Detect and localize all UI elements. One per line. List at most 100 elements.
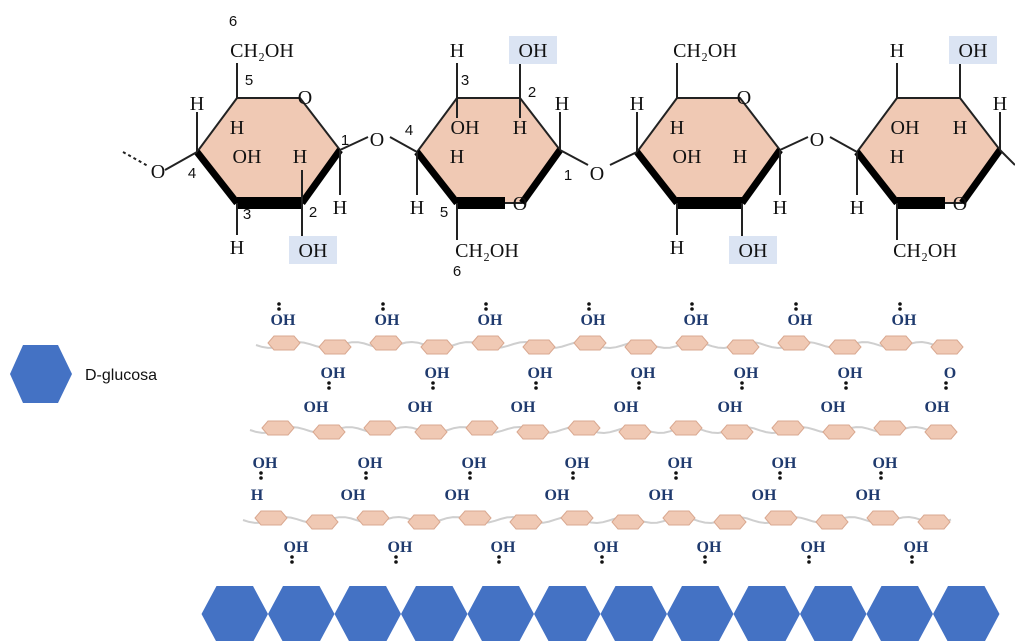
lone-pair-dot: [637, 386, 641, 390]
hydroxyl-group: OH: [425, 365, 450, 390]
lone-pair-dot: [600, 560, 604, 564]
h-label: H: [513, 117, 527, 139]
hydroxyl-group: OH: [408, 399, 433, 416]
hydroxyl-group: OH: [873, 455, 898, 480]
glucose-ring-small: [924, 424, 958, 440]
oh-highlight: [949, 36, 997, 64]
hydroxyl-group: OH: [718, 399, 743, 416]
lone-pair-dot: [290, 555, 294, 559]
lone-pair-dot: [910, 560, 914, 564]
lone-pair-dot: [794, 307, 798, 311]
d-glucose-hexagon-icon: [800, 586, 867, 641]
carbon-number: 1: [564, 167, 572, 184]
oh-label: OH: [511, 399, 536, 416]
ch2oh-label: CH₂OH: [230, 40, 294, 62]
h-label: H: [333, 197, 347, 219]
carbon-number: 6: [453, 263, 461, 280]
hydroxyl-group: OH: [697, 539, 722, 564]
oh-label: OH: [821, 399, 846, 416]
lone-pair-dot: [259, 476, 263, 480]
oh-label: OH: [341, 487, 366, 504]
oh-label: OH: [838, 365, 863, 382]
lone-pair-dot: [740, 381, 744, 385]
oh-label: OH: [772, 455, 797, 472]
lone-pair-dot: [484, 302, 488, 306]
oh-label: OH: [673, 146, 702, 168]
lone-pair-dot: [277, 302, 281, 306]
oh-label: OH: [271, 312, 296, 329]
lone-pair-dot: [571, 471, 575, 475]
glucose-ring-small: [764, 510, 798, 526]
glycosidic-oxygen-label: O: [590, 163, 604, 185]
lone-pair-dot: [497, 560, 501, 564]
glucose-ring-small: [318, 339, 352, 355]
lone-pair-dot: [484, 307, 488, 311]
h-label: H: [850, 197, 864, 219]
legend-label: D-glucosa: [85, 367, 157, 384]
h-label: H: [630, 93, 644, 115]
oh-label: OH: [358, 455, 383, 472]
glycosidic-oxygen-label: O: [810, 129, 824, 151]
oh-label: OH: [253, 455, 278, 472]
hydroxyl-group: OH: [668, 455, 693, 480]
glucose-ring-2: [389, 63, 589, 240]
oh-label: OH: [718, 399, 743, 416]
carbon-number: 5: [245, 72, 253, 89]
lone-pair-dot: [910, 555, 914, 559]
h-label: H: [410, 197, 424, 219]
glucose-ring-small: [356, 510, 390, 526]
glucose-ring-small: [261, 420, 295, 436]
hydroxyl-group: H: [251, 487, 264, 504]
oh-label: OH: [668, 455, 693, 472]
oh-label: OH: [684, 312, 709, 329]
glucose-ring-small: [458, 510, 492, 526]
lone-pair-dot: [844, 381, 848, 385]
hydroxyl-group: OH: [511, 399, 536, 416]
glucose-ring-small: [930, 339, 964, 355]
lone-pair-dot: [587, 307, 591, 311]
hydroxyl-group: OH: [649, 487, 674, 504]
glycosidic-oxygen-label: O: [151, 161, 165, 183]
oh-label: OH: [425, 365, 450, 382]
lone-pair-dot: [703, 555, 707, 559]
glucose-ring-small: [522, 339, 556, 355]
oh-label: OH: [284, 539, 309, 556]
lone-pair-dot: [703, 560, 707, 564]
glucose-ring-small: [567, 420, 601, 436]
hydroxyl-group: OH: [892, 302, 917, 329]
glucose-ring-small: [662, 510, 696, 526]
oh-label: OH: [739, 240, 768, 262]
lone-pair-dot: [327, 381, 331, 385]
oh-label: OH: [321, 365, 346, 382]
oh-highlights: [289, 36, 997, 264]
atom-labels: CH₂OH O H H OH H O O H H OH H OH H OH H …: [151, 40, 1007, 262]
lone-pair-dot: [277, 307, 281, 311]
oh-label: OH: [233, 146, 262, 168]
d-glucose-hexagon-icon: [600, 586, 667, 641]
hydroxyl-group: OH: [478, 302, 503, 329]
d-glucose-hexagon-icon: [933, 586, 1000, 641]
glucose-ring-4: [829, 63, 1015, 240]
h-label: H: [890, 146, 904, 168]
oh-label: OH: [408, 399, 433, 416]
h-label: H: [890, 40, 904, 62]
d-glucose-hexagon-icon: [667, 586, 734, 641]
hydroxyl-group: OH: [684, 302, 709, 329]
glucose-ring-small: [363, 420, 397, 436]
h-label: H: [953, 117, 967, 139]
lone-pair-dot: [778, 476, 782, 480]
oh-label: OH: [873, 455, 898, 472]
lone-pair-dot: [394, 555, 398, 559]
lone-pair-dot: [394, 560, 398, 564]
oh-label: OH: [891, 117, 920, 139]
oh-label: OH: [752, 487, 777, 504]
hydroxyl-group: OH: [271, 302, 296, 329]
lone-pair-dot: [898, 307, 902, 311]
glucose-ring-small: [815, 514, 849, 530]
glucose-ring-small: [624, 339, 658, 355]
oh-label: OH: [388, 539, 413, 556]
hydroxyl-group: OH: [614, 399, 639, 416]
lone-pair-dot: [290, 560, 294, 564]
polymer-chain: [242, 510, 952, 530]
